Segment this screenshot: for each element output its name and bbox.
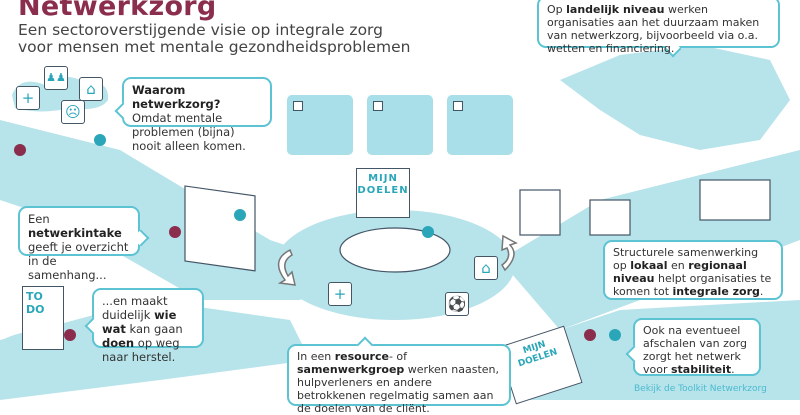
person <box>169 226 181 238</box>
todo-label: TO DO <box>26 290 45 316</box>
person <box>584 329 596 341</box>
sad-face-icon: ☹ <box>61 100 85 124</box>
person <box>14 144 26 156</box>
building <box>589 199 631 236</box>
panel-home <box>447 95 513 155</box>
bubble-why: Waarom netwerkzorg? Omdat mentale proble… <box>114 77 272 153</box>
checkbox-icon <box>453 101 463 111</box>
bubble-resource: In een resource- of samenwerkgroep werke… <box>287 336 511 415</box>
text: op weg naar herstel. <box>102 336 180 364</box>
building <box>699 179 771 221</box>
person <box>234 209 246 221</box>
bubble-clarify: ...en maakt duidelijk wie wat kan gaan d… <box>84 288 204 364</box>
person <box>422 226 434 238</box>
person <box>609 329 621 341</box>
text-bold: stabiliteit <box>671 363 732 376</box>
netherlands-map <box>560 45 790 150</box>
text-bold: wie wat <box>102 308 177 336</box>
text-bold: lokaal <box>630 259 668 272</box>
building <box>519 189 561 236</box>
bubble-intake: Een netwerkintake geeft je overzicht in … <box>18 206 150 280</box>
toolkit-link[interactable]: Bekijk de Toolkit Netwerkzorg <box>634 384 767 394</box>
text: helpt organisaties te komen tot <box>613 272 772 298</box>
text: - of <box>388 350 408 363</box>
text-bold: doen <box>102 336 135 350</box>
text: . <box>759 285 764 298</box>
football-icon: ⚽ <box>445 292 469 316</box>
meeting-table <box>339 227 451 273</box>
goals-board: MIJN DOELEN <box>356 168 410 218</box>
text-bold: integrale zorg <box>672 285 760 298</box>
checkbox-icon <box>293 101 303 111</box>
bubble-why-text: Omdat mentale problemen (bijna) nooit al… <box>132 111 246 153</box>
board-line-2: DOELEN <box>357 185 409 196</box>
text: Een <box>28 212 50 226</box>
text-bold: netwerkintake <box>28 226 122 240</box>
text: geeft je overzicht in de samenhang... <box>28 240 129 282</box>
text: Op <box>547 3 567 16</box>
plus-icon: + <box>16 86 40 110</box>
people-icon: ♟♟ <box>44 66 68 90</box>
text: ...en maakt duidelijk <box>102 294 168 322</box>
person <box>64 329 76 341</box>
home-icon: ⌂ <box>79 77 103 101</box>
bubble-stability: Ook na eventueel afschalen van zorg zorg… <box>625 318 761 376</box>
page-title: Netwerkzorg <box>18 0 217 22</box>
text-bold: landelijk niveau <box>566 3 665 16</box>
bubble-national: Op landelijk niveau werken organisaties … <box>537 0 780 58</box>
network-board <box>184 185 256 272</box>
cycle-arrow-left <box>277 248 296 286</box>
plus-icon: + <box>328 282 352 306</box>
text: Structurele samenwerking op <box>613 246 759 272</box>
subtitle-line-1: Een sectoroverstijgende visie op integra… <box>18 21 383 39</box>
person <box>94 134 106 146</box>
text-bold: regionaal niveau <box>613 259 747 285</box>
cycle-arrow-right <box>500 234 518 272</box>
text: In een <box>297 350 335 363</box>
text: Ook na eventueel afschalen van zorg zorg… <box>643 324 747 376</box>
text: en <box>667 259 689 272</box>
bubble-regional: Structurele samenwerking op lokaal en re… <box>603 240 783 300</box>
subtitle-line-2: voor mensen met mentale gezondheidsprobl… <box>18 38 411 56</box>
panel-conversation <box>287 95 353 155</box>
text-bold: resource <box>334 350 389 363</box>
board-line-1: MIJN <box>368 173 398 184</box>
text: werken organisaties aan het duurzaam mak… <box>547 3 760 55</box>
todo-board: TO DO <box>22 286 64 350</box>
bubble-why-heading: Waarom netwerkzorg? <box>132 83 221 111</box>
text-bold: samenwerkgroep <box>297 363 405 376</box>
text: kan gaan <box>125 322 183 336</box>
home-icon: ⌂ <box>474 256 498 280</box>
panel-running <box>367 95 433 155</box>
checkbox-icon <box>373 101 383 111</box>
text: . <box>731 363 735 376</box>
